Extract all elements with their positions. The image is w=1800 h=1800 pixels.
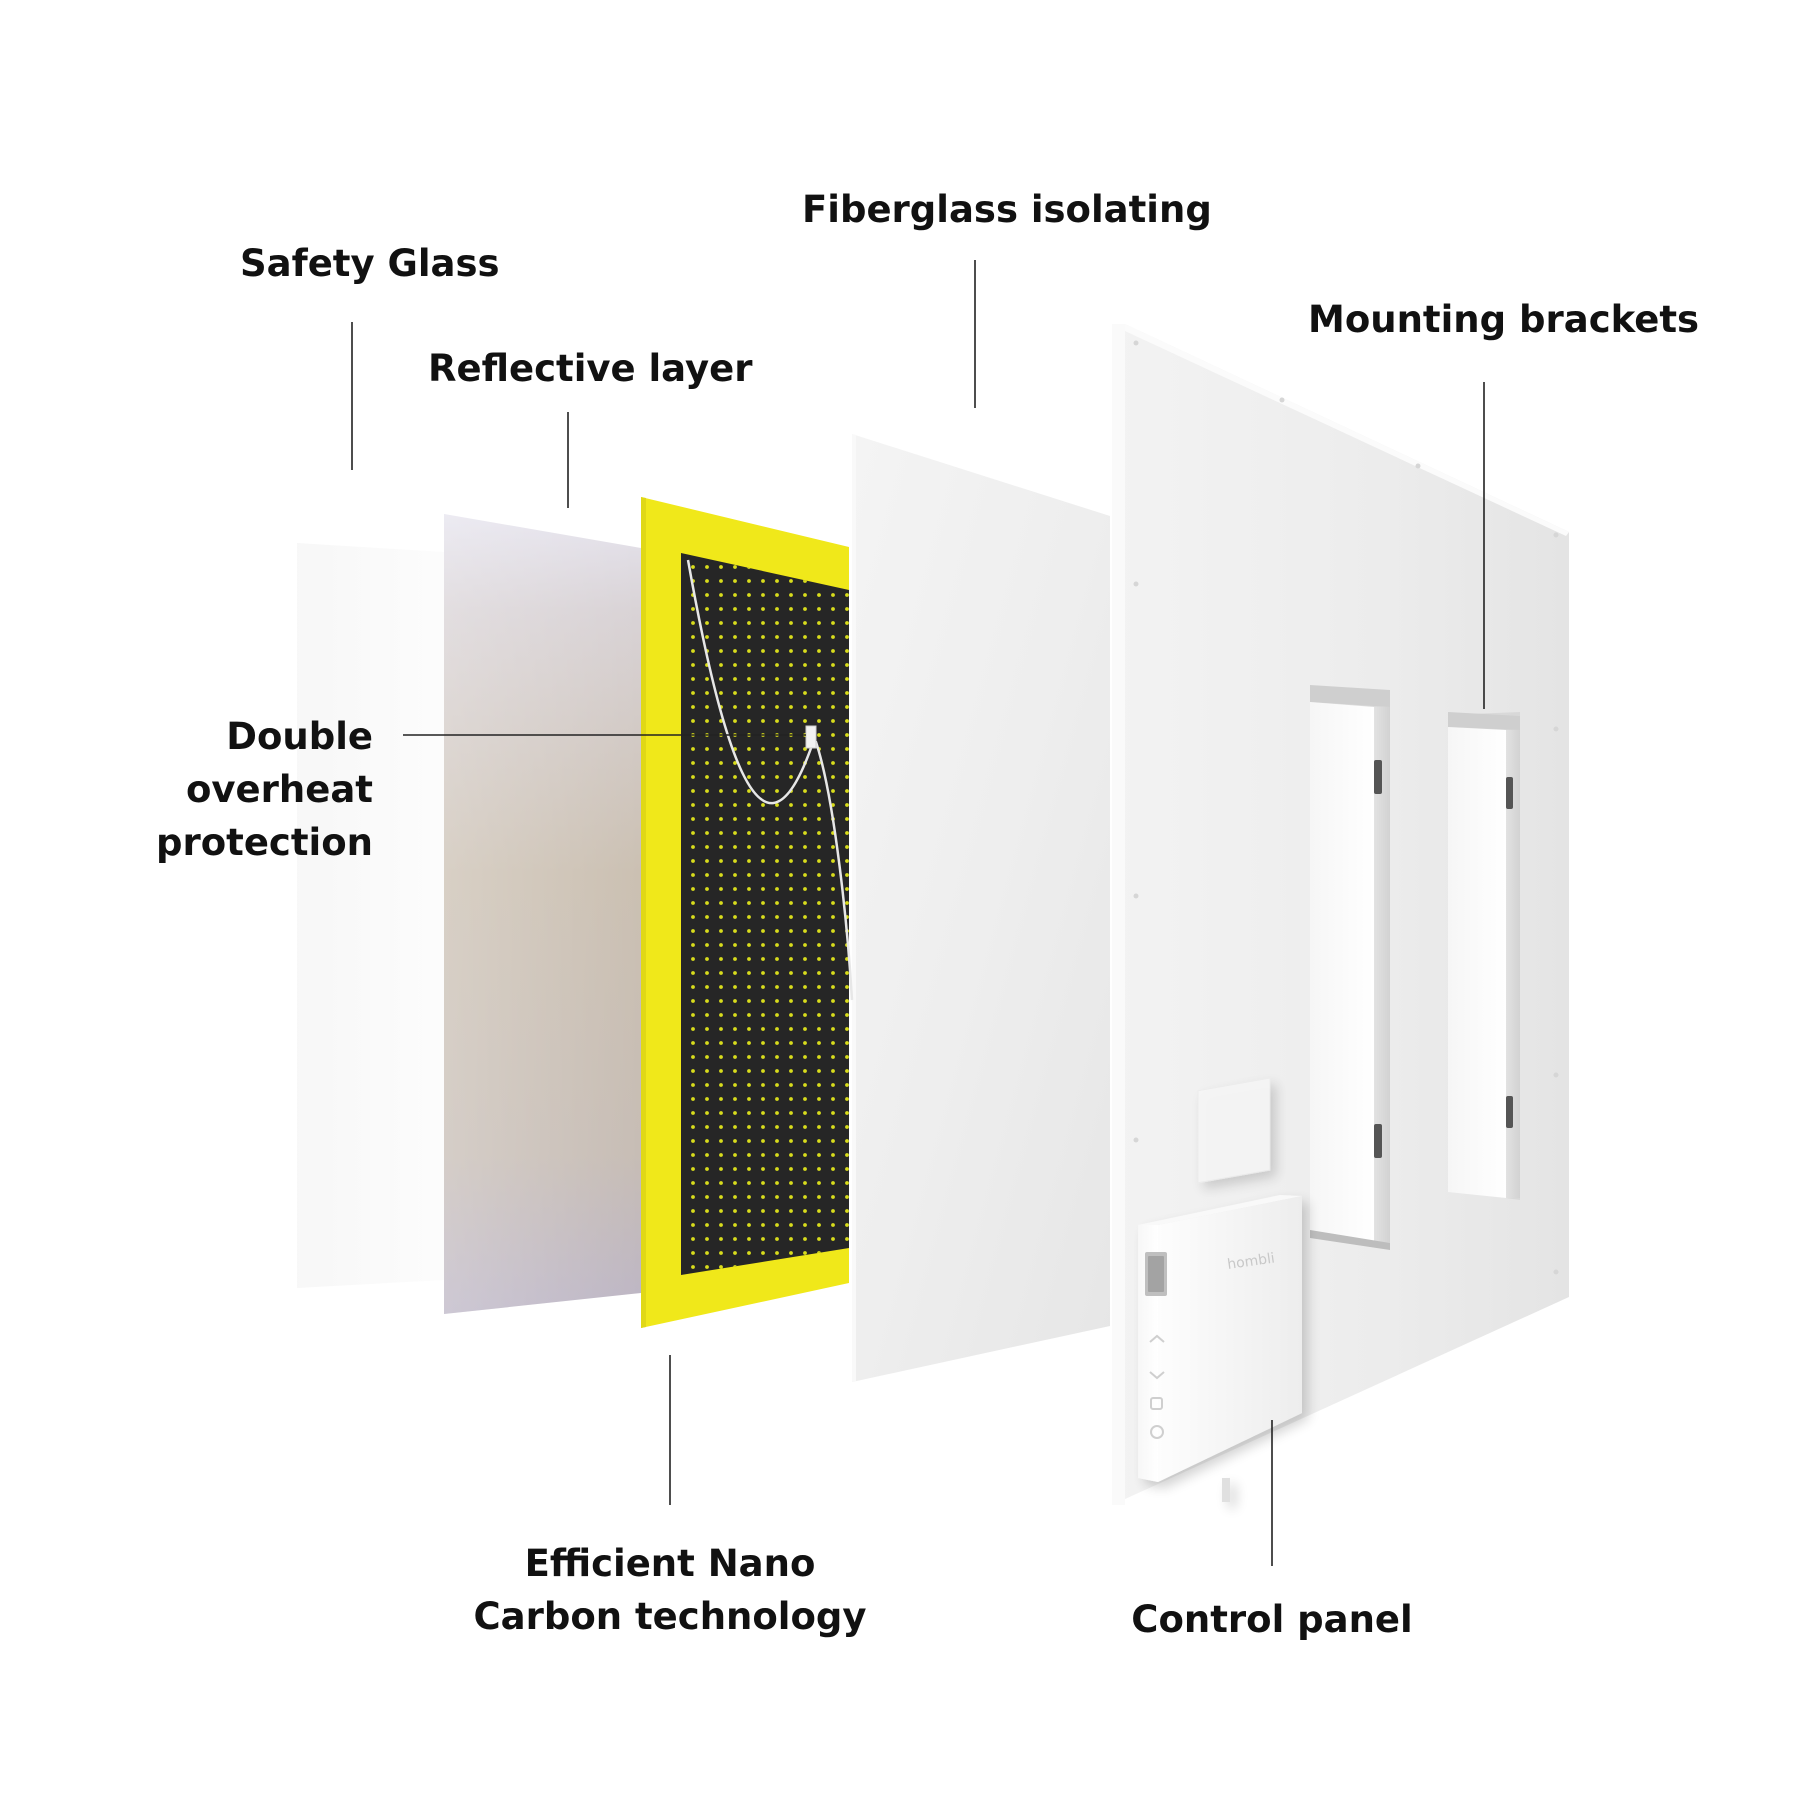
mounting-bracket-right (1448, 712, 1520, 1200)
label-control-panel: Control panel (1131, 1598, 1413, 1641)
control-box: hombli (1138, 1077, 1302, 1502)
label-nano-carbon: Efficient Nano Carbon technology (473, 1542, 867, 1638)
nano-carbon-layer (641, 497, 854, 1328)
overheat-sensor (805, 725, 817, 749)
label-mounting-brackets: Mounting brackets (1308, 298, 1700, 341)
label-fiberglass-isolating: Fiberglass isolating (802, 188, 1212, 231)
label-double-overheat-protection: Double overheat protection (156, 715, 373, 864)
leader-lines (351, 260, 1485, 1566)
mounting-bracket-left (1310, 685, 1390, 1250)
fiberglass-layer (852, 434, 1110, 1382)
label-safety-glass: Safety Glass (240, 242, 500, 285)
reflective-layer (444, 514, 641, 1314)
label-reflective-layer: Reflective layer (428, 347, 753, 390)
safety-glass-layer (297, 543, 444, 1288)
control-box-brand: hombli (1226, 1250, 1276, 1272)
